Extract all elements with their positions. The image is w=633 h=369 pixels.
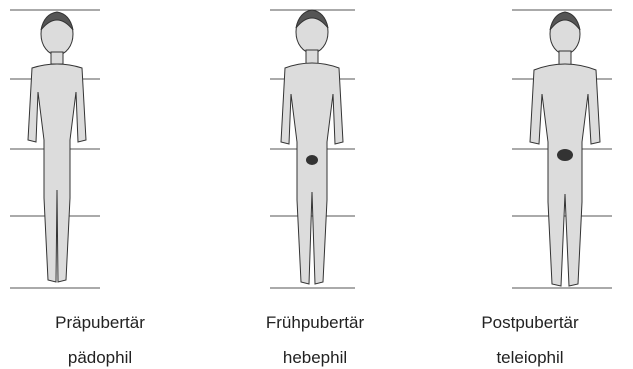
stage-caption: Frühpubertär — [215, 313, 415, 333]
body-silhouette — [281, 11, 343, 284]
prepubertal-figure — [0, 0, 200, 300]
category-caption: hebephil — [215, 348, 415, 368]
stage-caption: Postpubertär — [430, 313, 630, 333]
stage-caption: Präpubertär — [0, 313, 200, 333]
early-pubertal-figure — [215, 0, 415, 300]
postpubertal-figure — [430, 0, 630, 300]
category-caption: pädophil — [0, 348, 200, 368]
pubic-area — [306, 155, 318, 165]
panel-postpubertal: Postpubertär teleiophil — [430, 0, 630, 369]
body-silhouette — [28, 13, 86, 282]
panel-early-pubertal: Frühpubertär hebephil — [215, 0, 415, 369]
panel-prepubertal: Präpubertär pädophil — [0, 0, 200, 369]
category-caption: teleiophil — [430, 348, 630, 368]
pubic-area — [557, 149, 573, 161]
